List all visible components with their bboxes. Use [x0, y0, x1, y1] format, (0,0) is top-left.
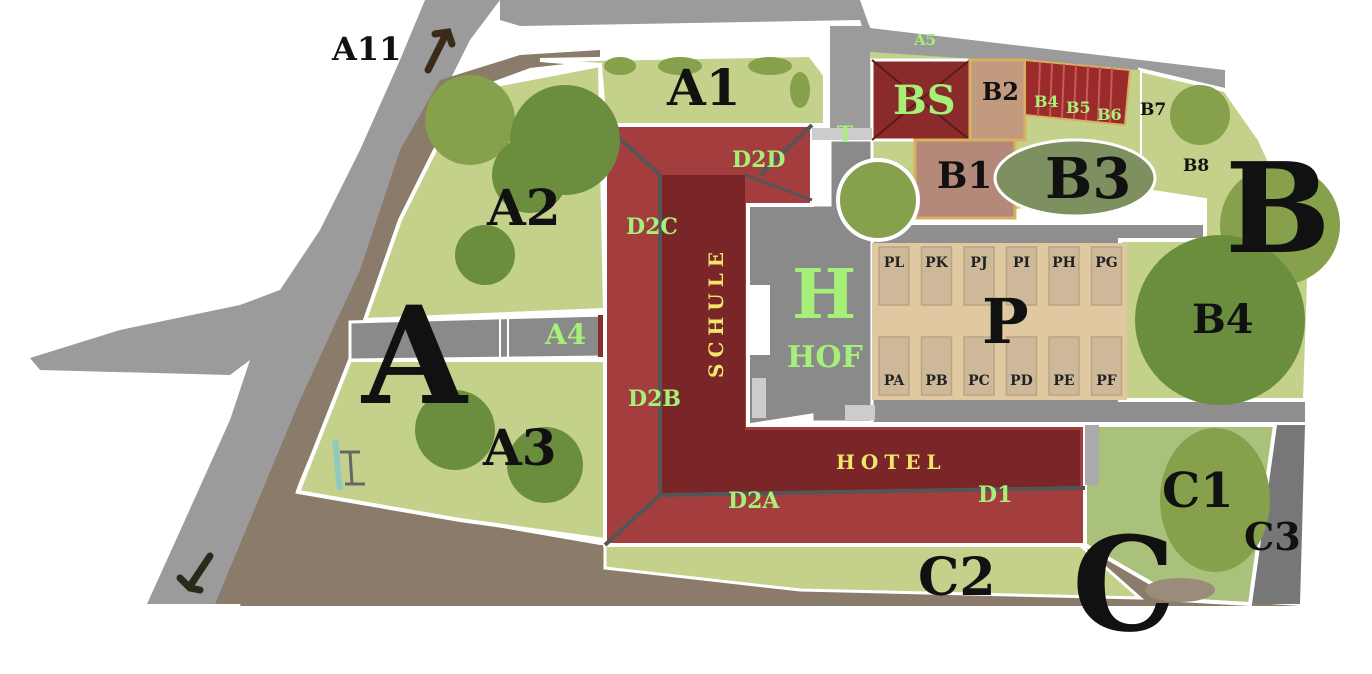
zone-d1[interactable]: D1: [978, 482, 1012, 508]
zone-a11[interactable]: A11: [331, 30, 401, 68]
zone-t[interactable]: T: [837, 122, 854, 148]
parking-spot[interactable]: [963, 246, 995, 306]
parking-spot[interactable]: [1090, 246, 1123, 306]
zone-b1[interactable]: B1: [937, 155, 992, 197]
zone-b2[interactable]: B2: [982, 77, 1019, 106]
parking-spot-label: PB: [925, 373, 948, 389]
parking-spot[interactable]: [920, 336, 953, 396]
zone-c1[interactable]: C1: [1162, 463, 1234, 519]
zone-b6[interactable]: B6: [1097, 105, 1122, 124]
zone-b[interactable]: B: [1225, 136, 1331, 282]
parking-spot-label: PD: [1010, 373, 1033, 389]
zone-a5[interactable]: A5: [913, 31, 936, 49]
parking-spot[interactable]: [878, 246, 910, 306]
parking-spot[interactable]: [1005, 336, 1038, 396]
label-schule: SCHULE: [704, 246, 728, 378]
zone-a4[interactable]: A4: [544, 318, 586, 351]
parking-spot[interactable]: [1090, 336, 1123, 396]
buildings: [603, 58, 1132, 547]
parking-spot-label: PE: [1053, 373, 1074, 389]
zone-d2a[interactable]: D2A: [728, 488, 780, 514]
zone-b5[interactable]: B5: [1066, 98, 1091, 117]
parking-spot-label: PK: [925, 255, 949, 271]
zone-c2[interactable]: C2: [918, 547, 996, 608]
trees: [415, 57, 1340, 602]
zone-d2d[interactable]: D2D: [732, 147, 785, 173]
parking-spot-label: PF: [1096, 373, 1117, 389]
zone-h[interactable]: H: [792, 255, 856, 335]
label-hotel: HOTEL: [836, 450, 947, 474]
labels: A B C A1 A2 A3 A4 A5 A11 B1 B2 B3 B4 B4 …: [331, 30, 1331, 661]
zone-d2b[interactable]: D2B: [628, 386, 681, 412]
zone-a1[interactable]: A1: [666, 58, 741, 117]
parking-spot[interactable]: [963, 336, 995, 396]
parking-spot-label: PC: [968, 373, 990, 389]
parking-spot-label: PA: [884, 373, 906, 389]
parking-area: [872, 243, 1127, 400]
zone-c[interactable]: C: [1072, 508, 1175, 661]
zone-b3[interactable]: B3: [1045, 146, 1131, 212]
parking-spot[interactable]: [920, 246, 953, 306]
zone-a[interactable]: A: [360, 276, 469, 435]
zone-bs[interactable]: BS: [893, 77, 956, 124]
parking-spot-label: PG: [1095, 255, 1117, 271]
zone-b7[interactable]: B7: [1140, 100, 1166, 120]
zone-a2[interactable]: A2: [486, 178, 561, 237]
parking-spot[interactable]: [1005, 246, 1038, 306]
parking-spot[interactable]: [878, 336, 910, 396]
arrow-down-icon: [176, 552, 214, 594]
zone-hof[interactable]: HOF: [787, 340, 863, 375]
parking-spot-label: PI: [1013, 255, 1030, 271]
zone-b4[interactable]: B4: [1192, 296, 1254, 343]
zone-a3[interactable]: A3: [482, 418, 557, 477]
zone-b8[interactable]: B8: [1183, 156, 1209, 176]
zone-c3[interactable]: C3: [1244, 514, 1301, 559]
parking-spot-label: PH: [1052, 255, 1076, 271]
swing-icon: [332, 439, 365, 491]
zone-p[interactable]: P: [982, 285, 1029, 358]
zone-b4-small[interactable]: B4: [1034, 92, 1059, 111]
parking-spot-label: PJ: [970, 255, 988, 271]
arrow-up-icon: [424, 28, 456, 74]
parking-spot[interactable]: [1048, 336, 1080, 396]
parking-spots-bottom: PA PB PC PD PE PF: [878, 336, 1123, 396]
parking-spots-top: PL PK PJ PI PH PG: [878, 246, 1123, 306]
parking-spot[interactable]: [1048, 246, 1080, 306]
parking-spot-label: PL: [884, 255, 905, 271]
zone-d2c[interactable]: D2C: [626, 214, 678, 240]
